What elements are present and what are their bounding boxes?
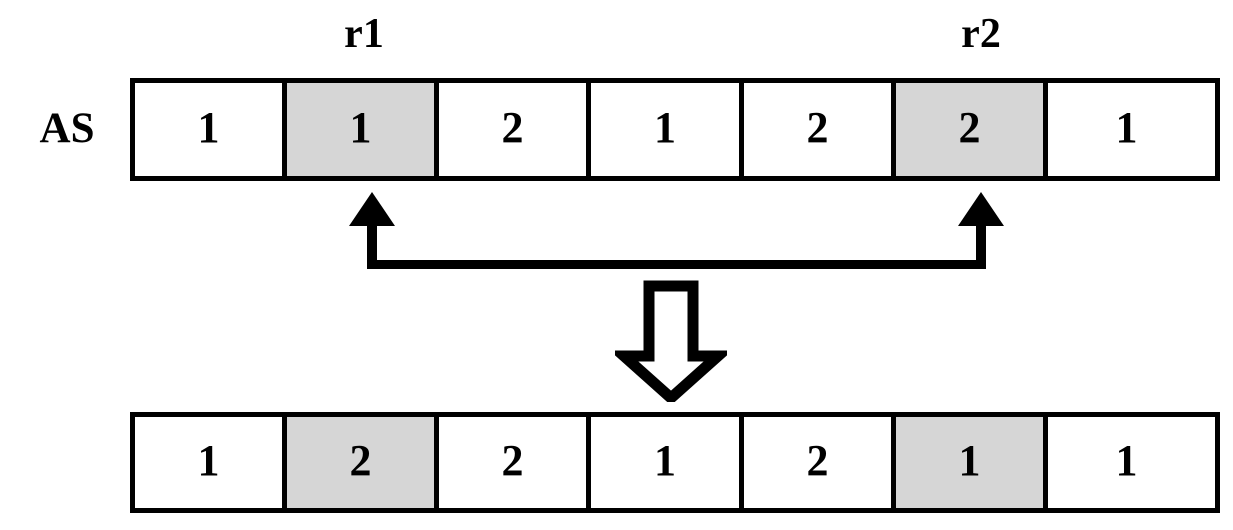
cell-pointer-label-r1: r1: [344, 11, 384, 57]
array-before-cell-cell-0: 1: [135, 83, 287, 176]
array-before-cell-cell-5: 2: [896, 83, 1048, 176]
array-after-cell-cell-0: 1: [135, 417, 287, 508]
swap-arrow-icon: [349, 192, 1004, 269]
array-label-as: AS: [39, 105, 95, 152]
swap-arrow: [340, 190, 1020, 280]
array-after-cell-cell-5: 1: [896, 417, 1048, 508]
array-after-cell-cell-4: 2: [744, 417, 896, 508]
array-before-cell-cell-3: 1: [591, 83, 744, 176]
array-before-cell-cell-1: 1: [287, 83, 439, 176]
array-before-cell-cell-6: 1: [1048, 83, 1205, 176]
array-after-cell-cell-3: 1: [591, 417, 744, 508]
transform-arrow: [609, 280, 733, 406]
array-after-cell-cell-1: 2: [287, 417, 439, 508]
array-before-cell-cell-4: 2: [744, 83, 896, 176]
cell-pointer-label-r2: r2: [961, 11, 1001, 57]
array-before-cell-cell-2: 2: [439, 83, 591, 176]
array-after-cell-cell-6: 1: [1048, 417, 1205, 508]
array-after-cell-cell-2: 2: [439, 417, 591, 508]
hollow-down-arrow-icon: [609, 280, 733, 406]
